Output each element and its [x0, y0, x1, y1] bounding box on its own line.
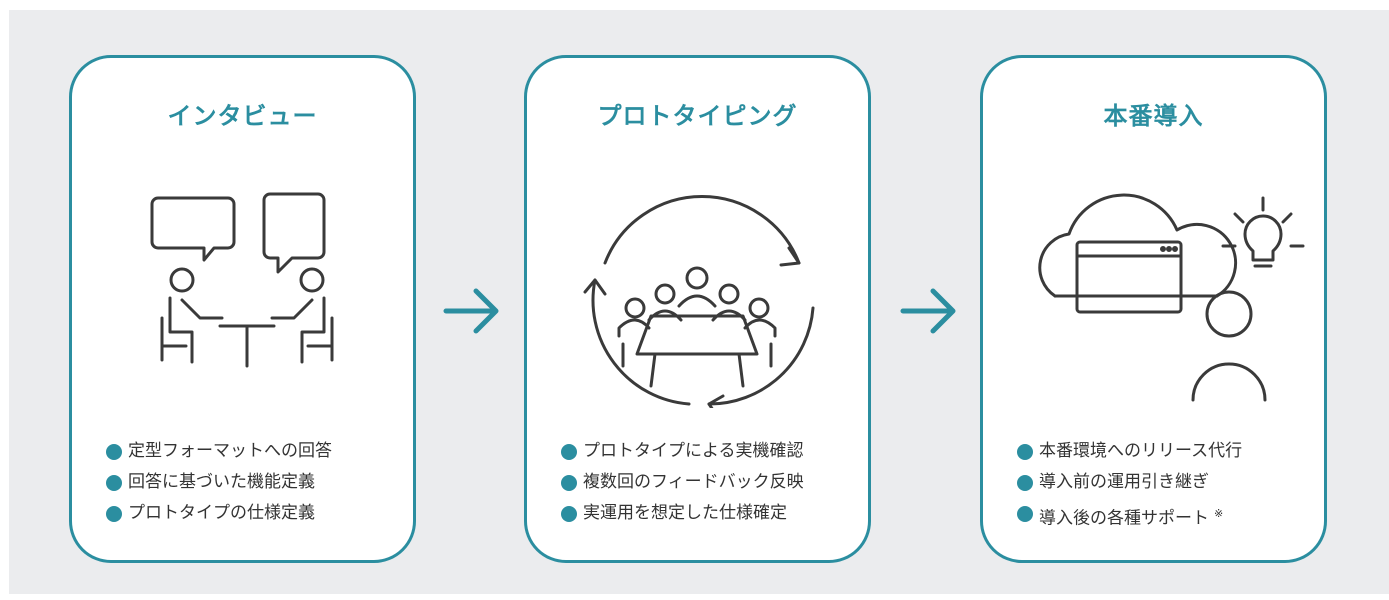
step-card-deployment: 本番導入 本番環境へのリリース代行 導入前の運用引き継ぎ 導入後の各種サポート※ — [980, 55, 1327, 563]
list-item: 定型フォーマットへの回答 — [106, 436, 332, 467]
bullet-icon — [561, 444, 577, 460]
list-item: 複数回のフィードバック反映 — [561, 467, 804, 498]
bullet-icon — [1017, 444, 1033, 460]
list-item: プロトタイプの仕様定義 — [106, 498, 332, 529]
list-item: 導入後の各種サポート※ — [1017, 498, 1242, 535]
list-item: 導入前の運用引き継ぎ — [1017, 467, 1242, 498]
bullet-icon — [106, 506, 122, 522]
step-title: プロトタイピング — [597, 102, 798, 130]
bullet-icon — [106, 475, 122, 491]
step-card-prototyping: プロトタイピング プロトタイプによる実機確認 複数回のフィードバック反映 実運用… — [524, 55, 871, 563]
step-card-interview: インタビュー 定型フォーマットへの回答 回答に基づいた機能定義 プロトタイプの仕… — [69, 55, 416, 563]
arrow-right-icon — [443, 288, 499, 334]
bullet-icon — [1017, 475, 1033, 491]
list-item: プロトタイプによる実機確認 — [561, 436, 804, 467]
bullet-icon — [1017, 506, 1033, 522]
step-points: 定型フォーマットへの回答 回答に基づいた機能定義 プロトタイプの仕様定義 — [106, 436, 332, 529]
step-title: 本番導入 — [1103, 102, 1204, 130]
step-points: プロトタイプによる実機確認 複数回のフィードバック反映 実運用を想定した仕様確定 — [561, 436, 804, 529]
bullet-icon — [561, 475, 577, 491]
meeting-cycle-icon — [583, 195, 815, 408]
step-points: 本番環境へのリリース代行 導入前の運用引き継ぎ 導入後の各種サポート※ — [1017, 436, 1242, 535]
interview-icon — [150, 192, 334, 368]
bullet-icon — [561, 506, 577, 522]
list-item: 回答に基づいた機能定義 — [106, 467, 332, 498]
arrow-right-icon — [900, 288, 956, 334]
list-item: 実運用を想定した仕様確定 — [561, 498, 804, 529]
bullet-icon — [106, 444, 122, 460]
footnote-mark: ※ — [1214, 507, 1224, 520]
step-title: インタビュー — [167, 102, 318, 130]
list-item: 本番環境へのリリース代行 — [1017, 436, 1242, 467]
cloud-deploy-icon — [1038, 193, 1305, 402]
